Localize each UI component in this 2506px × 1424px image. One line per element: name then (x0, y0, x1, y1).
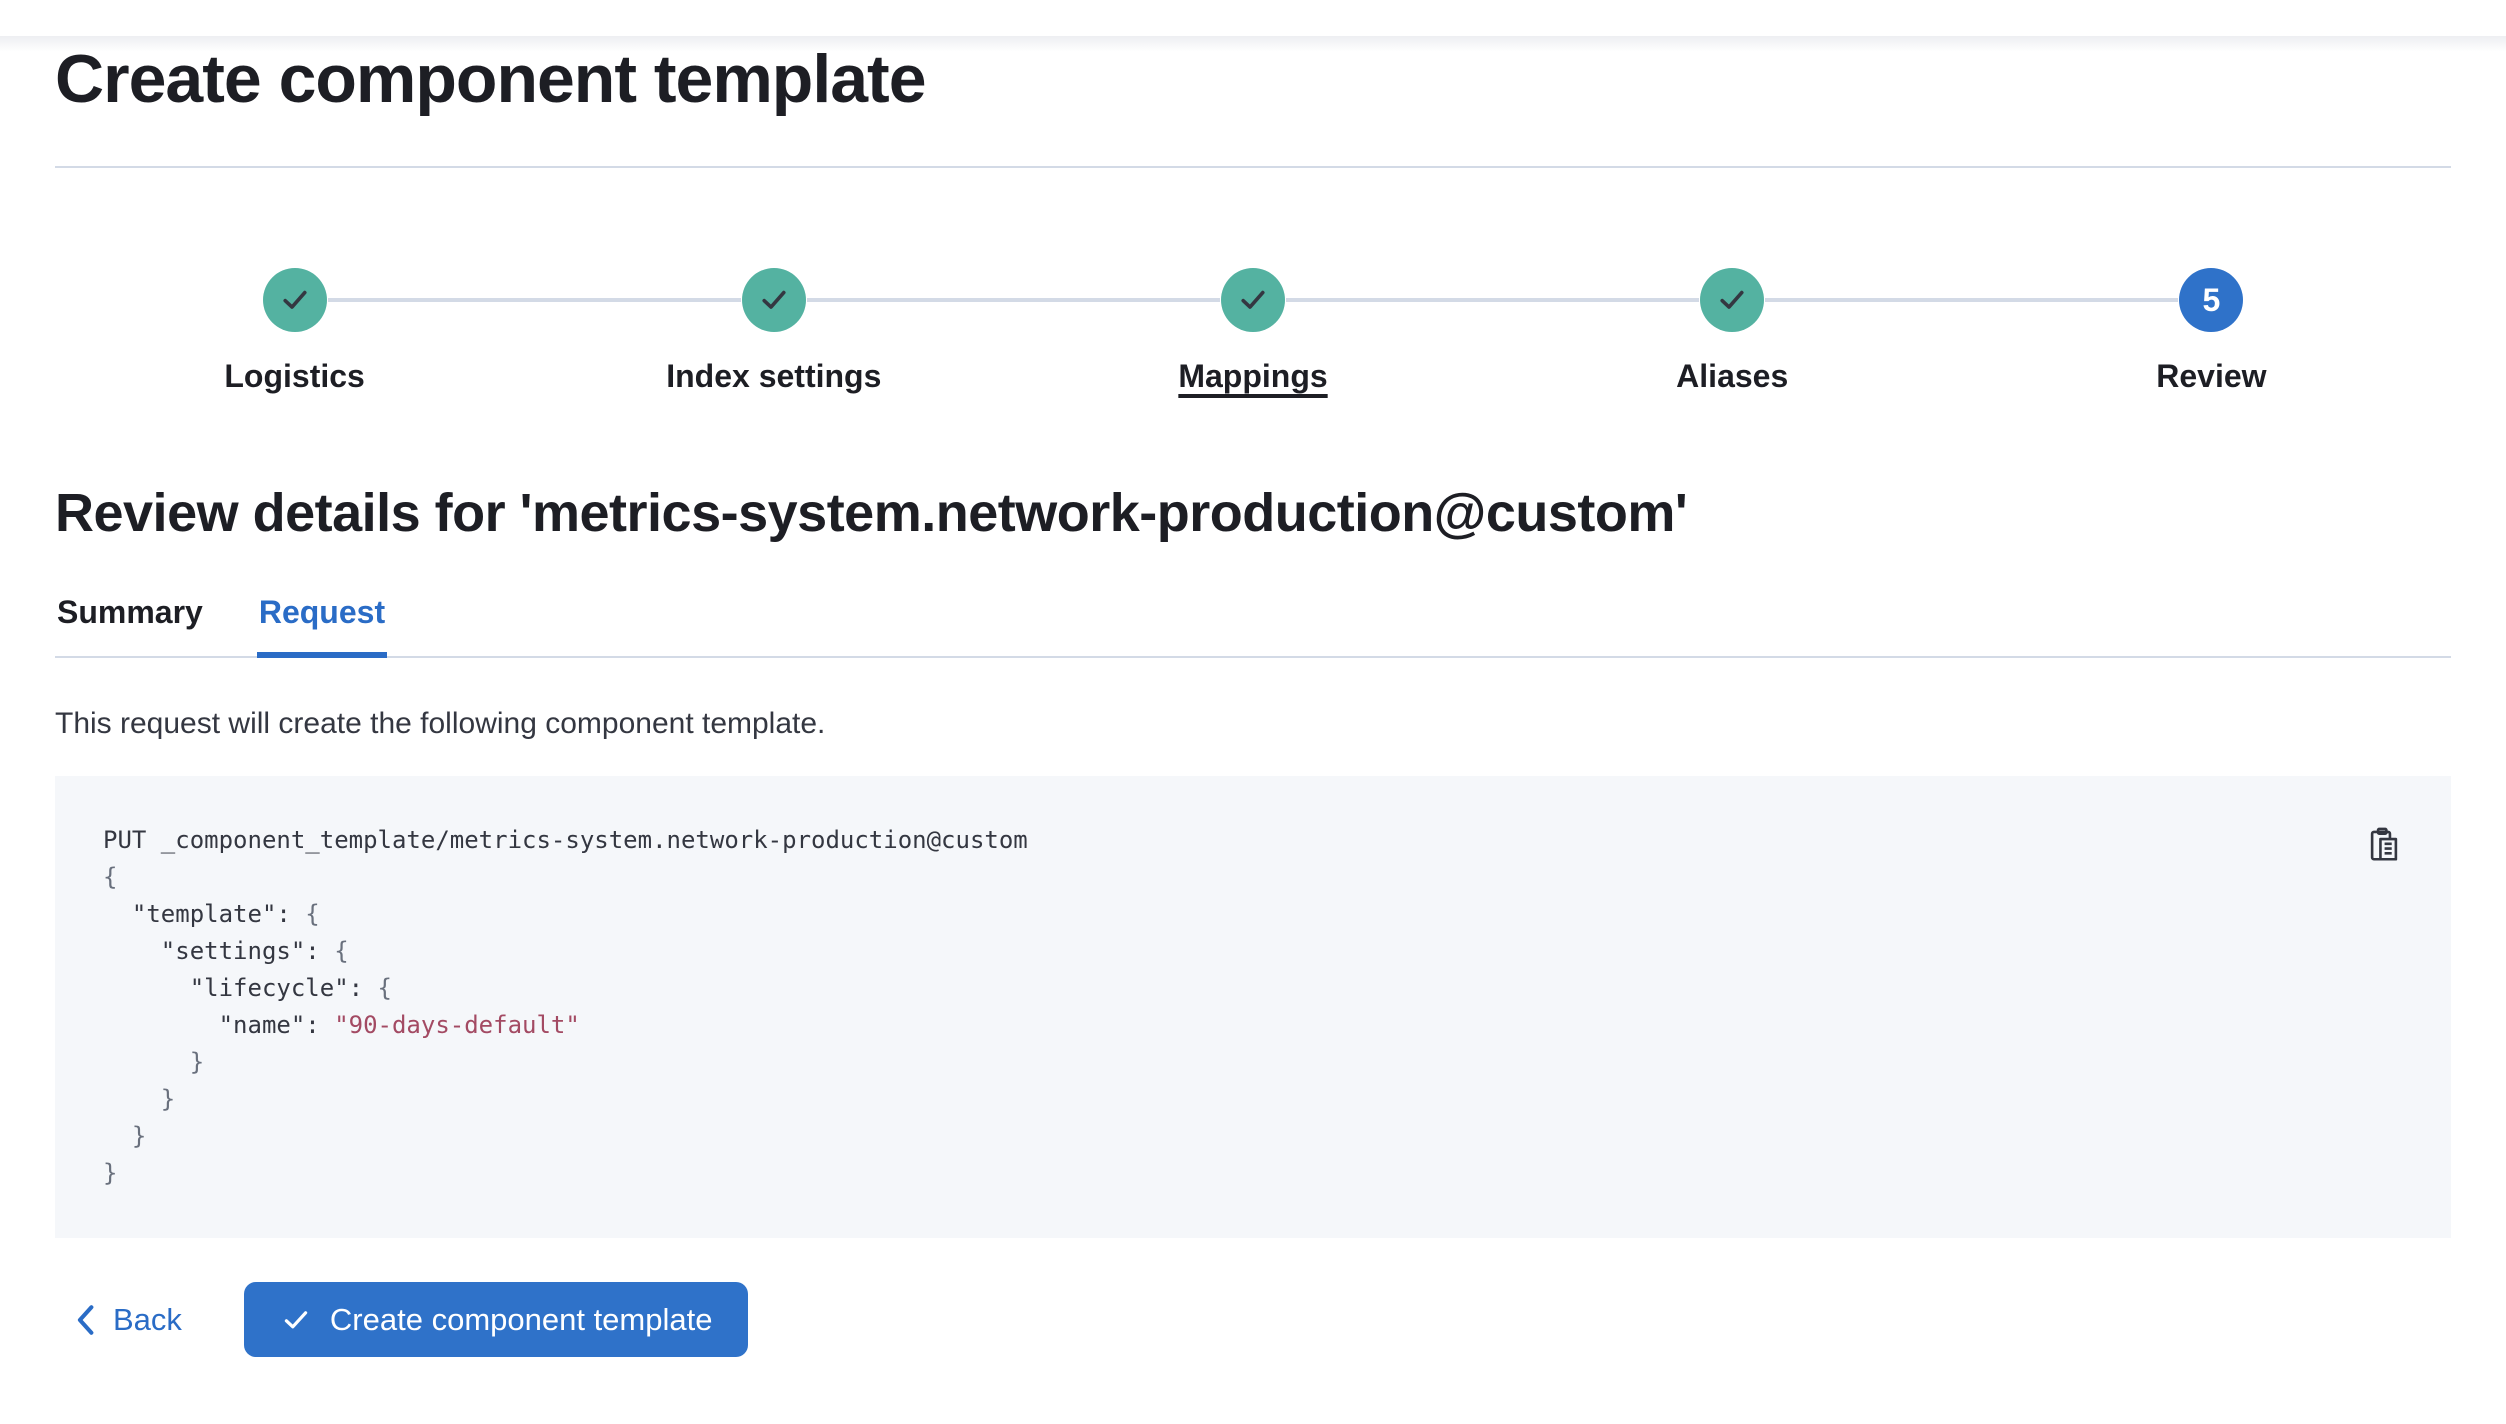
create-component-template-page: Create component template Logistics Inde… (0, 36, 2506, 1357)
check-icon (283, 290, 307, 309)
code-line: { (103, 863, 118, 891)
check-icon (762, 290, 786, 309)
page-title: Create component template (55, 41, 927, 117)
back-label: Back (113, 1301, 182, 1337)
chevron-left-icon (77, 1304, 94, 1335)
create-component-template-button[interactable]: Create component template (243, 1282, 749, 1357)
step-label: Mappings (1178, 358, 1328, 394)
request-code-block: PUT _component_template/metrics-system.n… (55, 776, 2451, 1238)
step-label: Index settings (666, 358, 882, 394)
step-label: Review (2156, 358, 2267, 394)
step-label: Aliases (1676, 358, 1789, 394)
copy-clipboard-icon (2370, 827, 2398, 861)
code-line: } (103, 1159, 118, 1187)
step-logistics[interactable]: Logistics (55, 268, 535, 396)
code-line: "name": "90-days-default" (103, 1011, 580, 1039)
step-complete-circle (1700, 268, 1765, 332)
step-aliases[interactable]: Aliases (1492, 268, 1973, 396)
check-icon (1241, 290, 1265, 309)
code-line: PUT _component_template/metrics-system.n… (103, 826, 1028, 854)
tab-request[interactable]: Request (256, 592, 388, 658)
step-indicator: Logistics Index settings Mappings (55, 268, 2451, 396)
code-line: } (160, 1085, 176, 1113)
step-complete-circle (1221, 268, 1285, 332)
step-complete-circle (741, 268, 806, 332)
review-tabs: Summary Request (55, 592, 2451, 658)
code-line: "lifecycle": { (103, 974, 392, 1002)
code-line: "template": { (103, 900, 320, 928)
code-line: } (189, 1048, 205, 1076)
step-review[interactable]: 5 Review (1971, 268, 2451, 396)
request-description: This request will create the following c… (55, 707, 826, 740)
submit-label: Create component template (329, 1301, 713, 1337)
title-divider (55, 166, 2451, 168)
step-mappings[interactable]: Mappings (1013, 268, 1493, 396)
check-icon (284, 1310, 308, 1328)
step-label: Logistics (224, 358, 365, 394)
tab-summary[interactable]: Summary (55, 592, 205, 656)
footer-actions: Back Create component template (55, 1282, 2451, 1357)
back-button[interactable]: Back (55, 1302, 182, 1338)
code-line: "settings": { (103, 937, 349, 965)
step-number: 5 (2202, 282, 2221, 318)
request-code: PUT _component_template/metrics-system.n… (103, 822, 2403, 1192)
code-line: } (131, 1122, 147, 1150)
step-current-circle: 5 (2179, 268, 2244, 332)
step-index-settings[interactable]: Index settings (534, 268, 1014, 396)
copy-button[interactable] (2365, 826, 2403, 864)
step-complete-circle (262, 268, 327, 332)
check-icon (1720, 290, 1744, 309)
review-heading: Review details for 'metrics-system.netwo… (55, 483, 1688, 543)
